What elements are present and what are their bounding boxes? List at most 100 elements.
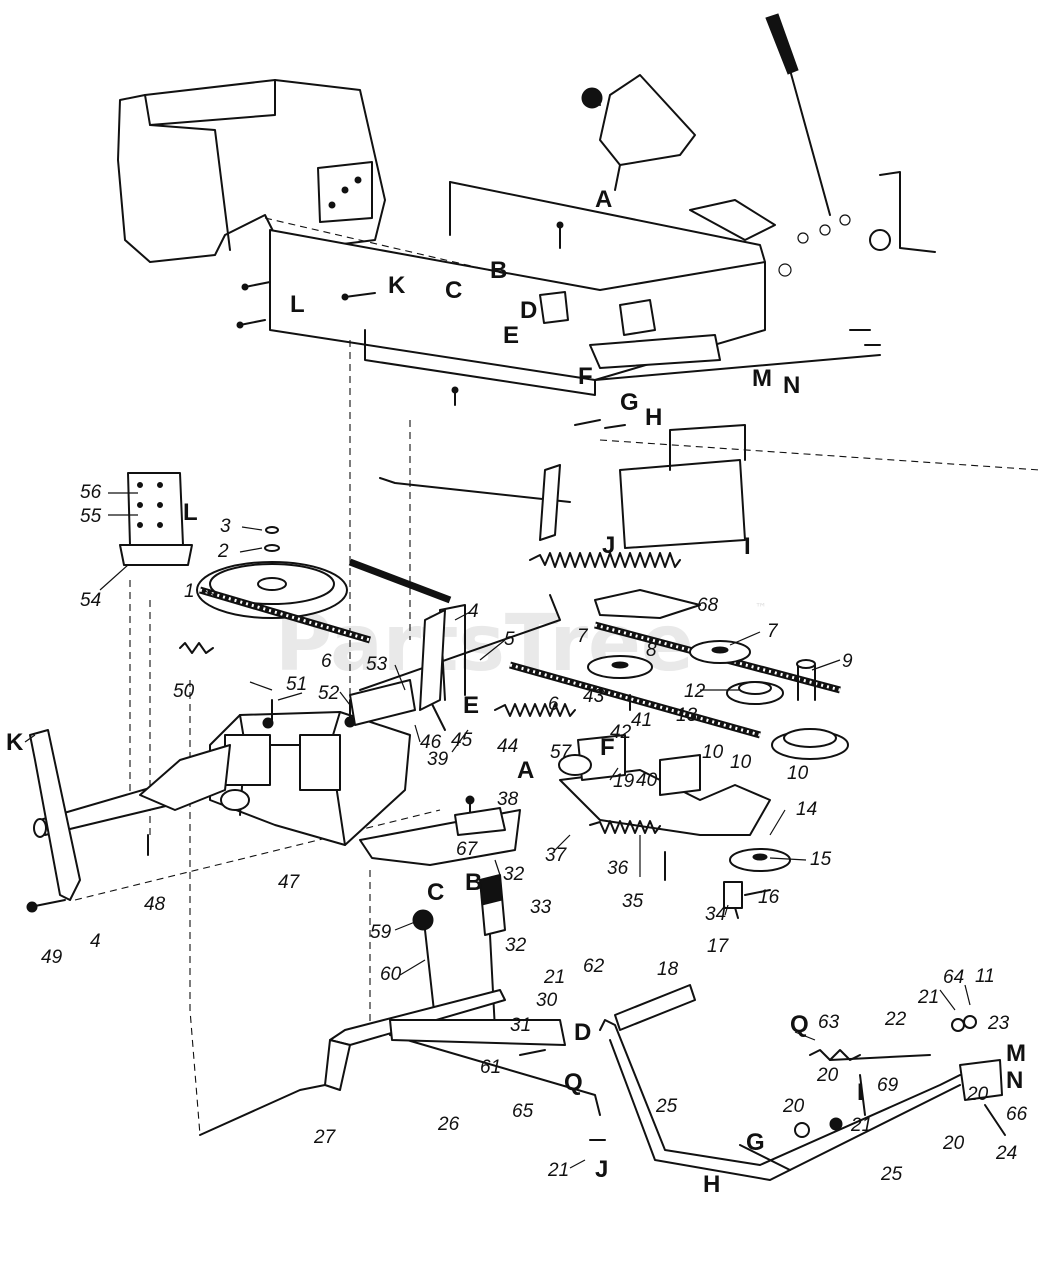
callout-number: 21 xyxy=(547,1160,569,1181)
callout-number: 46 xyxy=(420,732,442,753)
callout-letter: C xyxy=(445,277,462,304)
callout-number: 42 xyxy=(610,722,632,743)
callout-number: 56 xyxy=(80,482,102,503)
callout-number: 14 xyxy=(796,799,817,820)
callout-number: 6 xyxy=(321,651,332,672)
callout-letter: I xyxy=(744,533,751,560)
callout-letter: D xyxy=(520,297,537,324)
callout-letter: J xyxy=(602,532,615,559)
assembly-guides xyxy=(74,217,1041,1136)
callout-number: 6 xyxy=(548,694,559,715)
callout-number: 49 xyxy=(41,947,63,968)
callout-number: 10 xyxy=(730,752,752,773)
callout-number: 40 xyxy=(636,770,658,791)
callout-number: 31 xyxy=(510,1015,531,1036)
callout-number: 27 xyxy=(313,1127,337,1148)
callout-number: 21 xyxy=(543,967,565,988)
callout-number: 16 xyxy=(758,887,780,908)
callout-number: 20 xyxy=(966,1084,989,1105)
callout-number: 26 xyxy=(437,1114,460,1135)
callout-letter: J xyxy=(595,1156,608,1183)
callout-letter: N xyxy=(783,372,800,399)
callout-number: 51 xyxy=(286,674,307,695)
callout-number: 63 xyxy=(818,1012,840,1033)
callout-number: 15 xyxy=(810,849,832,870)
callout-number: 32 xyxy=(503,864,525,885)
callout-number: 61 xyxy=(480,1057,501,1078)
callout-number: 37 xyxy=(545,845,568,866)
callout-letter: N xyxy=(1006,1067,1023,1094)
callout-letter: L xyxy=(290,291,305,318)
callout-number: 13 xyxy=(676,705,698,726)
callout-number: 10 xyxy=(787,763,809,784)
callout-number: 21 xyxy=(917,987,939,1008)
callout-number: 2 xyxy=(217,541,229,562)
callout-number: 19 xyxy=(613,771,635,792)
callout-letter: K xyxy=(6,729,24,756)
callout-letter: F xyxy=(578,363,593,390)
cross-shaft xyxy=(199,989,606,1141)
frame-plate xyxy=(269,181,881,396)
callout-number: 30 xyxy=(536,990,558,1011)
callout-letter: B xyxy=(465,869,482,896)
callout-number: 7 xyxy=(767,621,779,642)
callout-number: 65 xyxy=(512,1101,534,1122)
callout-number: 43 xyxy=(583,686,605,707)
callout-number: 50 xyxy=(173,681,195,702)
callout-number: 69 xyxy=(877,1075,899,1096)
callout-letter: M xyxy=(1006,1040,1026,1067)
callout-number: 35 xyxy=(622,891,644,912)
callout-number: 8 xyxy=(646,640,657,661)
callout-number: 38 xyxy=(497,789,519,810)
fender-panel xyxy=(117,79,386,263)
callout-number: 39 xyxy=(427,749,449,770)
callout-number: 59 xyxy=(370,922,392,943)
callout-number: 41 xyxy=(631,710,652,731)
callout-letter: Q xyxy=(790,1011,809,1038)
callout-letter: Q xyxy=(564,1069,583,1096)
transmission-icon xyxy=(33,679,416,846)
callout-letter: B xyxy=(490,257,507,284)
callout-number: 68 xyxy=(697,595,719,616)
callout-number: 18 xyxy=(657,959,679,980)
callout-number: 57 xyxy=(550,742,573,763)
callout-number: 60 xyxy=(380,964,402,985)
steering-lever-icon[interactable] xyxy=(581,74,696,191)
callout-labels: A A B B C C D D E E F F G G H H I I J J … xyxy=(6,186,1028,1198)
callout-letter: L xyxy=(183,499,198,526)
callout-number: 9 xyxy=(842,651,853,672)
callout-number: 66 xyxy=(1006,1104,1028,1125)
callout-letter: E xyxy=(503,322,519,349)
callout-number: 47 xyxy=(278,872,301,893)
callout-number: 22 xyxy=(884,1009,907,1030)
callout-number: 48 xyxy=(144,894,166,915)
shift-lever-icon[interactable] xyxy=(689,13,936,253)
callout-letter: M xyxy=(752,365,772,392)
callout-number: 21 xyxy=(850,1115,872,1136)
callout-letter: G xyxy=(746,1129,765,1156)
callout-letter: E xyxy=(463,692,479,719)
callout-number: 3 xyxy=(220,516,231,537)
callout-letter: K xyxy=(388,272,406,299)
leader-lines xyxy=(24,492,971,1169)
callout-letter: G xyxy=(620,389,639,416)
callout-letter: D xyxy=(574,1019,591,1046)
callout-number: 20 xyxy=(816,1065,839,1086)
callout-number: 32 xyxy=(505,935,527,956)
callout-number: 7 xyxy=(577,626,589,647)
pedal-bracket xyxy=(359,807,521,866)
callout-letter: A xyxy=(595,186,612,213)
mounting-bracket xyxy=(119,472,193,566)
callout-letter: F xyxy=(600,734,615,761)
callout-number: 24 xyxy=(995,1143,1017,1164)
callout-number: 44 xyxy=(497,736,518,757)
callout-letter: H xyxy=(703,1171,720,1198)
linkage-bolts xyxy=(465,694,771,919)
callout-number: 25 xyxy=(880,1164,903,1185)
callout-number: 33 xyxy=(530,897,552,918)
callout-number: 11 xyxy=(975,966,995,987)
callout-number: 4 xyxy=(468,601,479,622)
callout-number: 4 xyxy=(90,931,101,952)
callout-number: 52 xyxy=(318,683,340,704)
